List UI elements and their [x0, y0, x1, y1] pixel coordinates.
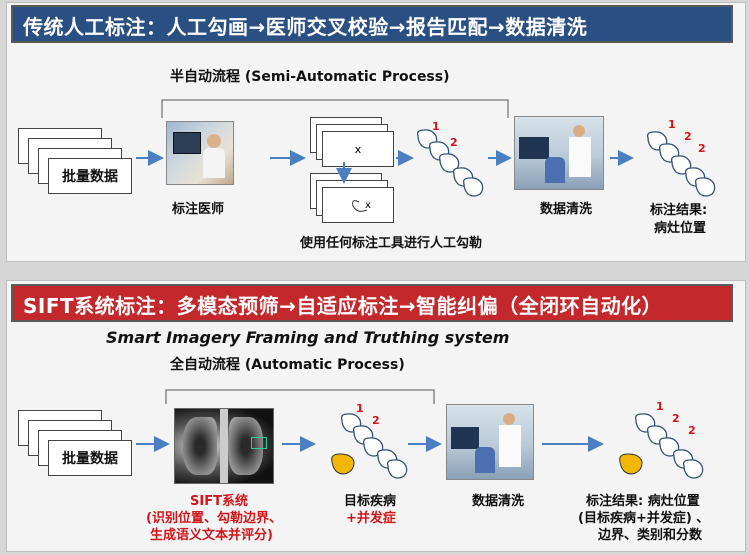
- section2-process-title: 全自动流程 (Automatic Process): [170, 357, 405, 373]
- lesion-num-1b-1: 1: [668, 118, 676, 131]
- lesion-num-2b-2: 2: [672, 412, 680, 425]
- sift-label-1: SIFT系统: [190, 494, 248, 509]
- section1-header: 传统人工标注：人工勾画→医师交叉校验→报告匹配→数据清洗: [11, 5, 733, 43]
- lesion-num-1a-2: 2: [450, 136, 458, 149]
- doctor-photo: [166, 121, 234, 185]
- result1-label-1: 标注结果:: [650, 203, 708, 218]
- xray-image: [174, 408, 274, 484]
- lesion-num-2a-1: 1: [356, 402, 364, 415]
- lesion-group-2a: 1 2: [331, 402, 408, 479]
- lesion-yellow-2b: [619, 453, 643, 475]
- target-label-2: +并发症: [346, 511, 396, 526]
- lesion-num-1b-2: 2: [684, 130, 692, 143]
- section2-header: SIFT系统标注：多模态预筛→自适应标注→智能纠偏（全闭环自动化）: [11, 284, 733, 322]
- clean-lab-photo-2: [446, 404, 534, 480]
- lesion-yellow-2a: [331, 453, 355, 475]
- section2-batch-label: 批量数据: [62, 451, 118, 467]
- section1-header-text: 传统人工标注：人工勾画→医师交叉校验→报告匹配→数据清洗: [23, 15, 588, 39]
- target-label-1: 目标疾病: [344, 494, 397, 509]
- tool-label: 使用任何标注工具进行人工勾勒: [300, 236, 483, 251]
- lesion-num-2b-1: 1: [656, 400, 664, 413]
- result1-label-2: 病灶位置: [654, 221, 707, 236]
- doc-mark-bottom: x: [365, 200, 371, 211]
- lesion-num-2b-3: 2: [688, 424, 696, 437]
- section1-bracket: [161, 99, 509, 118]
- section1-batch-label: 批量数据: [62, 169, 118, 185]
- sift-label-2: (识别位置、勾勒边界、: [146, 511, 282, 526]
- sift-label-3: 生成语义文本并评分): [150, 528, 273, 543]
- result2-label-3: 边界、类别和分数: [598, 528, 703, 543]
- result2-label-1: 标注结果: 病灶位置: [586, 494, 700, 509]
- section2-panel: SIFT系统标注：多模态预筛→自适应标注→智能纠偏（全闭环自动化）: [6, 280, 746, 552]
- section2-header-text: SIFT系统标注：多模态预筛→自适应标注→智能纠偏（全闭环自动化）: [23, 294, 663, 318]
- lesion-group-2b: 1 2 2: [619, 400, 704, 479]
- lesion-group-1b: 1 2 2: [646, 118, 716, 197]
- clean-label-1: 数据清洗: [540, 202, 593, 217]
- lesion-num-1a-1: 1: [432, 120, 440, 133]
- section1-process-title: 半自动流程 (Semi-Automatic Process): [170, 69, 450, 85]
- clean-lab-photo-1: [514, 116, 604, 190]
- system-name: Smart Imagery Framing and Truthing syste…: [106, 328, 510, 347]
- section2-bracket: [165, 389, 435, 404]
- lasso-shape: [352, 200, 368, 212]
- clean-label-2: 数据清洗: [472, 494, 525, 509]
- lesion-group-1a: 1 2: [416, 120, 484, 197]
- doctor-label: 标注医师: [172, 202, 225, 217]
- lesion-num-2a-2: 2: [372, 414, 380, 427]
- result2-label-2: (目标疾病+并发症) 、: [578, 511, 710, 526]
- lesion-num-1b-3: 2: [698, 142, 706, 155]
- doc-mark-top: x: [354, 142, 362, 156]
